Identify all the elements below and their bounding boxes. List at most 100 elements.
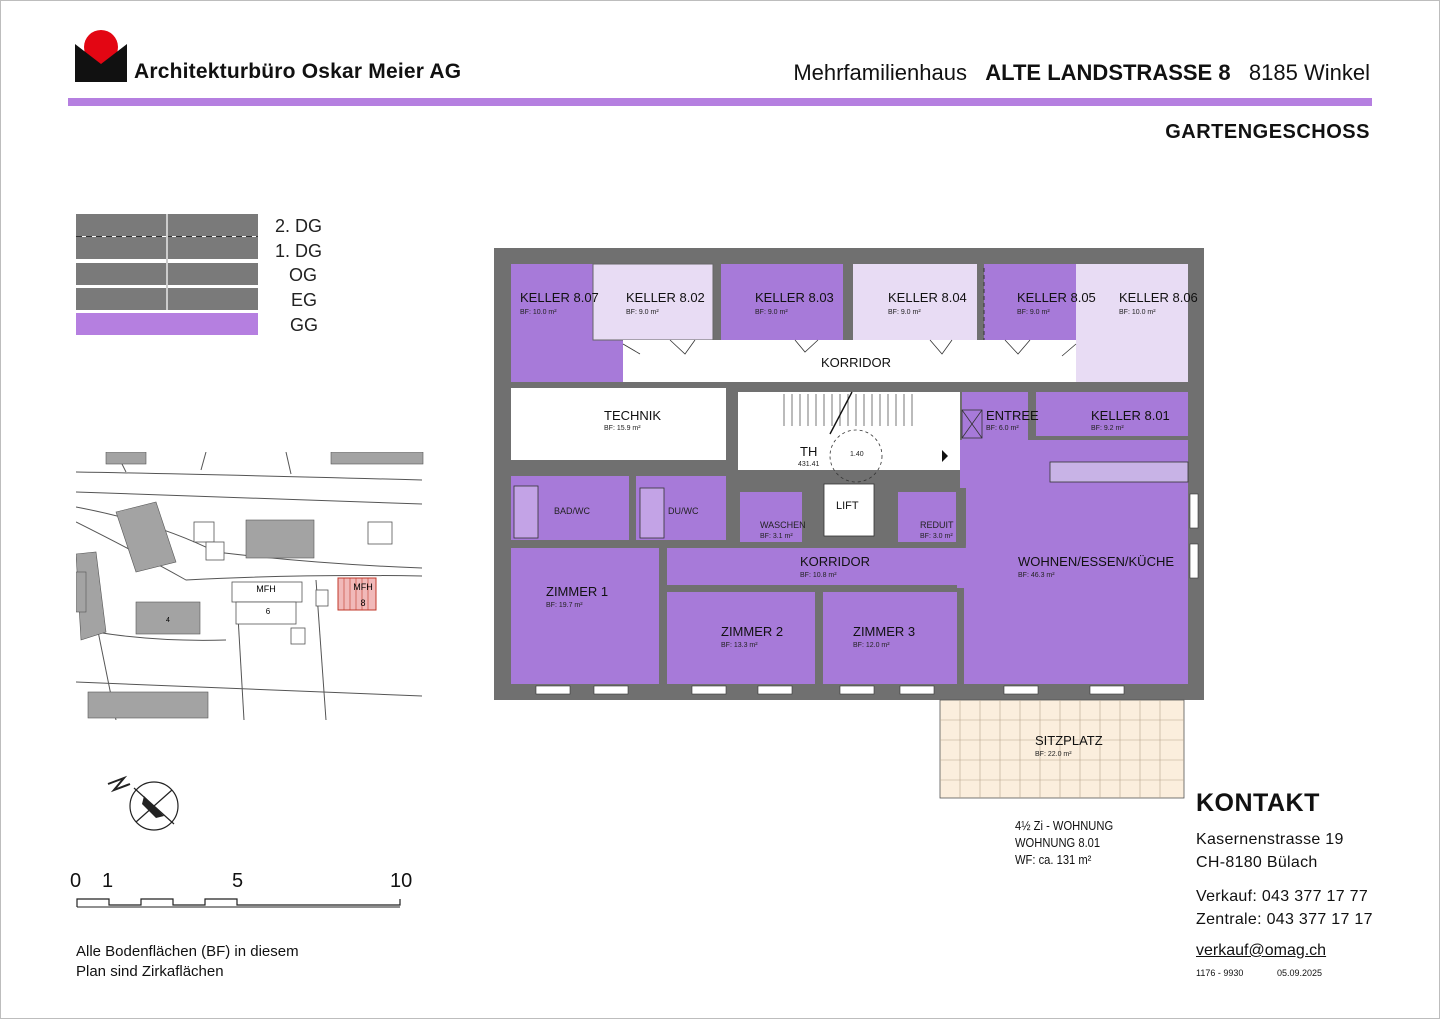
site-label-6: 6 bbox=[266, 607, 271, 616]
apartment-wf: WF: ca. 131 m² bbox=[1015, 852, 1092, 867]
label-entree: ENTREE bbox=[986, 408, 1039, 423]
floor-label-og: OG bbox=[289, 265, 318, 285]
area-keller-802: BF: 9.0 m² bbox=[626, 309, 659, 316]
room-keller-804 bbox=[853, 264, 977, 340]
area-note-line2: Plan sind Zirkaflächen bbox=[76, 963, 224, 980]
area-keller-807: BF: 10.0 m² bbox=[520, 309, 557, 316]
label-keller-805: KELLER 8.05 bbox=[1017, 290, 1096, 305]
area-entree: BF: 6.0 m² bbox=[986, 425, 1019, 432]
label-zimmer2: ZIMMER 2 bbox=[721, 624, 783, 639]
room-zimmer1 bbox=[511, 548, 659, 684]
scale-bar bbox=[76, 898, 401, 908]
area-keller-806: BF: 10.0 m² bbox=[1119, 309, 1156, 316]
area-keller-803: BF: 9.0 m² bbox=[755, 309, 788, 316]
area-keller-805: BF: 9.0 m² bbox=[1017, 309, 1050, 316]
apartment-type: 4½ Zi - WOHNUNG bbox=[1015, 818, 1114, 833]
label-keller-803: KELLER 8.03 bbox=[755, 290, 834, 305]
contact-title: KONTAKT bbox=[1196, 789, 1320, 817]
label-keller-807: KELLER 8.07 bbox=[520, 290, 599, 305]
room-keller-802 bbox=[592, 263, 714, 341]
label-reduit: REDUIT bbox=[920, 520, 954, 530]
site-label-8: 8 bbox=[360, 598, 365, 608]
floor-title: GARTENGESCHOSS bbox=[1165, 121, 1370, 143]
area-zimmer2: BF: 13.3 m² bbox=[721, 642, 758, 649]
floor-stack-diagram bbox=[76, 214, 258, 335]
floor-label-2dg: 2. DG bbox=[275, 216, 323, 236]
floor-plan: KELLER 8.07 BF: 10.0 m² KELLER 8.02 BF: … bbox=[494, 248, 1204, 799]
header-rule bbox=[68, 98, 1372, 106]
floor-label-eg: EG bbox=[291, 290, 318, 310]
project-header: Mehrfamilienhaus ALTE LANDSTRASSE 8 8185… bbox=[793, 60, 1370, 86]
logo-mark-icon bbox=[75, 44, 127, 82]
area-reduit: BF: 3.0 m² bbox=[920, 533, 953, 540]
building-type: Mehrfamilienhaus bbox=[793, 60, 967, 85]
room-lift bbox=[823, 483, 875, 537]
label-stair-dim: 1.40 bbox=[850, 451, 864, 458]
label-korridor-top: KORRIDOR bbox=[821, 355, 891, 370]
north-arrow-icon bbox=[107, 775, 179, 831]
label-keller-806: KELLER 8.06 bbox=[1119, 290, 1198, 305]
label-lift: LIFT bbox=[836, 500, 859, 512]
label-zimmer1: ZIMMER 1 bbox=[546, 584, 608, 599]
area-note: Alle Bodenflächen (BF) in diesem Plan si… bbox=[76, 942, 299, 982]
label-th-level: 431.41 bbox=[798, 461, 820, 468]
project-address: ALTE LANDSTRASSE 8 bbox=[985, 60, 1231, 85]
area-technik: BF: 15.9 m² bbox=[604, 425, 641, 432]
label-keller-804: KELLER 8.04 bbox=[888, 290, 967, 305]
label-waschen: WASCHEN bbox=[760, 520, 806, 530]
contact-email-link[interactable]: verkauf@omag.ch bbox=[1196, 942, 1327, 959]
floor-label-1dg: 1. DG bbox=[275, 241, 323, 261]
contact-sales-phone: Verkauf: 043 377 17 77 bbox=[1196, 888, 1369, 905]
room-zimmer3 bbox=[823, 592, 957, 684]
apartment-number: WOHNUNG 8.01 bbox=[1015, 835, 1101, 850]
apartment-info: 4½ Zi - WOHNUNG WOHNUNG 8.01 WF: ca. 131… bbox=[1015, 817, 1113, 868]
area-keller-801: BF: 9.2 m² bbox=[1091, 425, 1124, 432]
room-entree bbox=[962, 392, 1028, 440]
room-technik bbox=[511, 388, 726, 460]
site-label-4: 4 bbox=[166, 617, 170, 624]
area-zimmer3: BF: 12.0 m² bbox=[853, 642, 890, 649]
room-zimmer2 bbox=[667, 592, 815, 684]
room-keller-801 bbox=[1036, 392, 1188, 436]
site-plan-map: MFH 6 MFH 8 4 bbox=[76, 452, 424, 720]
project-location: 8185 Winkel bbox=[1248, 60, 1370, 85]
label-sitzplatz: SITZPLATZ bbox=[1035, 733, 1103, 748]
label-du-wc: DU/WC bbox=[668, 506, 699, 516]
label-korridor-mid: KORRIDOR bbox=[800, 554, 870, 569]
label-bad-wc: BAD/WC bbox=[554, 506, 591, 516]
label-keller-801: KELLER 8.01 bbox=[1091, 408, 1170, 423]
site-building-mfh8 bbox=[337, 577, 377, 611]
area-note-line1: Alle Bodenflächen (BF) in diesem bbox=[76, 943, 299, 960]
label-zimmer3: ZIMMER 3 bbox=[853, 624, 915, 639]
document-reference: 1176 - 9930 bbox=[1196, 968, 1244, 978]
scale-label-1: 1 bbox=[102, 870, 114, 892]
scale-label-10: 10 bbox=[390, 870, 413, 892]
area-korridor-mid: BF: 10.8 m² bbox=[800, 572, 837, 579]
contact-street: Kasernenstrasse 19 bbox=[1196, 831, 1344, 848]
label-keller-802: KELLER 8.02 bbox=[626, 290, 705, 305]
room-korridor-top bbox=[623, 340, 1076, 382]
floor-gg-bar bbox=[76, 313, 258, 335]
area-sitzplatz: BF: 22.0 m² bbox=[1035, 751, 1072, 758]
room-keller-803 bbox=[721, 264, 843, 340]
room-reduit bbox=[898, 492, 956, 542]
area-keller-804: BF: 9.0 m² bbox=[888, 309, 921, 316]
room-keller-806 bbox=[1076, 264, 1188, 382]
scale-label-5: 5 bbox=[232, 870, 244, 892]
document-date: 05.09.2025 bbox=[1277, 968, 1323, 978]
area-waschen: BF: 3.1 m² bbox=[760, 533, 793, 540]
room-wohnen bbox=[960, 440, 1188, 684]
label-technik: TECHNIK bbox=[604, 408, 661, 423]
site-label-mfh-6: MFH bbox=[256, 584, 276, 594]
room-waschen bbox=[740, 492, 802, 542]
contact-central-phone: Zentrale: 043 377 17 17 bbox=[1196, 911, 1373, 928]
site-label-mfh-8: MFH bbox=[353, 582, 373, 592]
terrace-sitzplatz bbox=[939, 699, 1185, 799]
area-zimmer1: BF: 19.7 m² bbox=[546, 602, 583, 609]
area-wohnen: BF: 46.3 m² bbox=[1018, 572, 1055, 579]
company-name: Architekturbüro Oskar Meier AG bbox=[134, 60, 462, 83]
label-th: TH bbox=[800, 444, 817, 459]
contact-city: CH-8180 Bülach bbox=[1196, 854, 1318, 871]
scale-label-0: 0 bbox=[70, 870, 82, 892]
label-wohnen: WOHNEN/ESSEN/KÜCHE bbox=[1018, 554, 1174, 569]
